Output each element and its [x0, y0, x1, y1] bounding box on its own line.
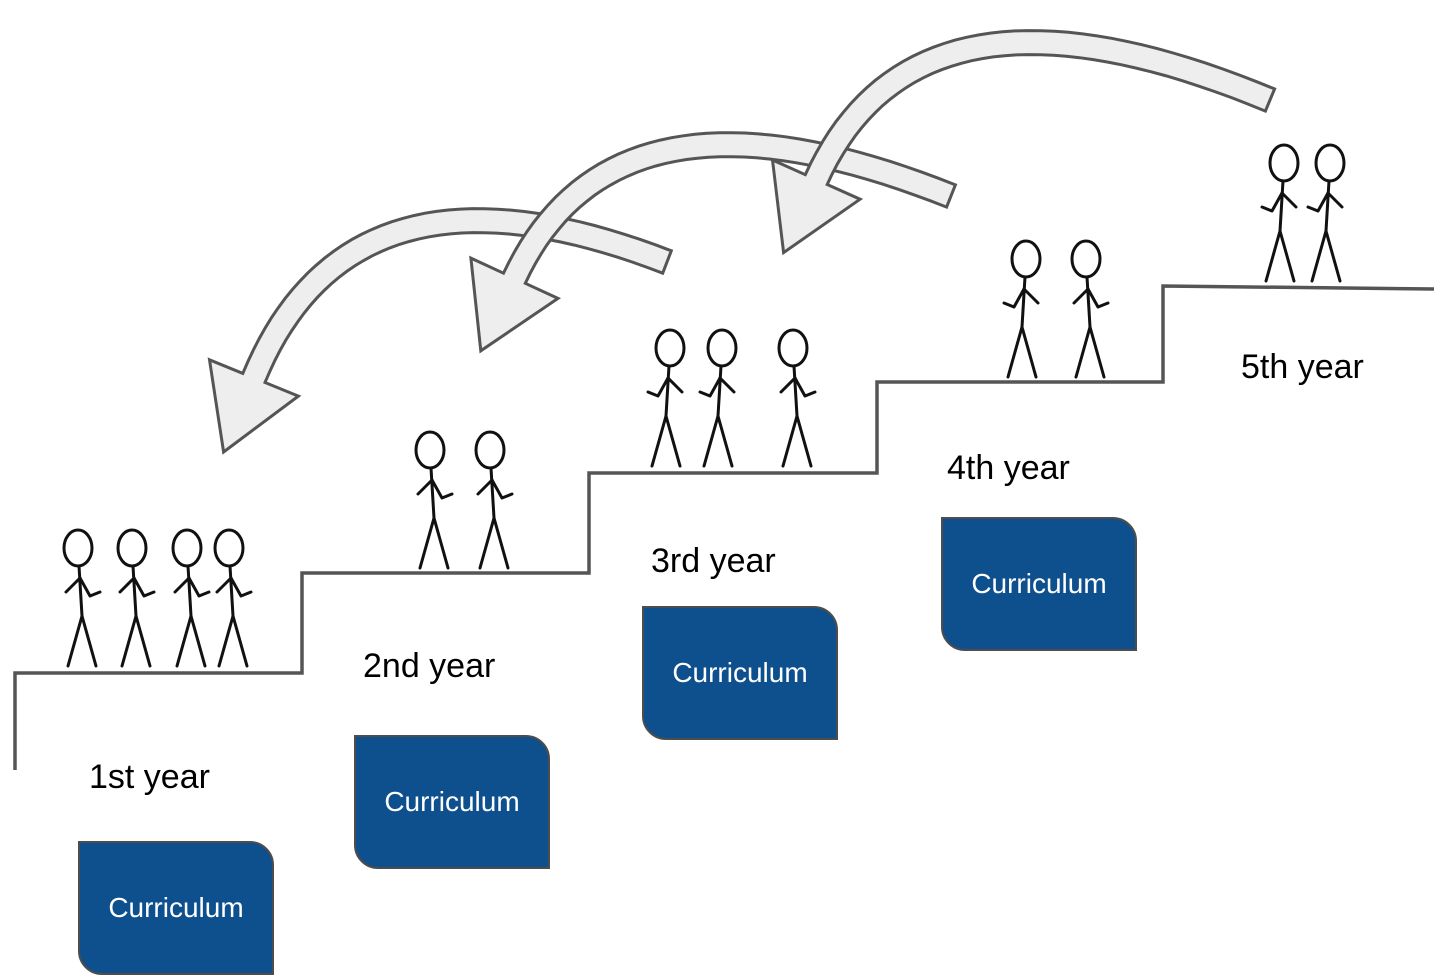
student-figure [777, 328, 817, 468]
student-figure [1306, 143, 1346, 283]
student-figure [62, 528, 102, 668]
student-figure [1260, 143, 1300, 283]
student-figure [474, 430, 514, 570]
curriculum-box-4: Curriculum [941, 517, 1137, 651]
student-figure [213, 528, 253, 668]
curriculum-box-3: Curriculum [642, 606, 838, 740]
curriculum-box-2: Curriculum [354, 735, 550, 869]
year-label-4: 4th year [947, 449, 1070, 487]
curved-arrow-3-to-2 [469, 131, 958, 354]
curriculum-label: Curriculum [108, 892, 244, 923]
curriculum-box-1: Curriculum [78, 841, 274, 975]
students-layer [62, 143, 1346, 668]
staircase-line [13, 284, 1434, 770]
curriculum-label: Curriculum [672, 657, 808, 688]
student-figure [698, 328, 738, 468]
student-figure [116, 528, 156, 668]
year-label-5: 5th year [1241, 348, 1364, 386]
curriculum-label: Curriculum [384, 786, 520, 817]
arrows-layer [207, 29, 1277, 455]
curved-arrow-4-to-3 [770, 29, 1277, 256]
student-figure [171, 528, 211, 668]
student-figure [1070, 239, 1110, 379]
student-figure [414, 430, 454, 570]
year-label-2: 2nd year [363, 647, 496, 685]
curved-arrow-2-to-1 [207, 207, 674, 455]
student-figure [646, 328, 686, 468]
curriculum-label: Curriculum [971, 568, 1107, 599]
student-figure [1002, 239, 1042, 379]
year-label-3: 3rd year [651, 542, 776, 580]
year-label-1: 1st year [89, 758, 210, 796]
